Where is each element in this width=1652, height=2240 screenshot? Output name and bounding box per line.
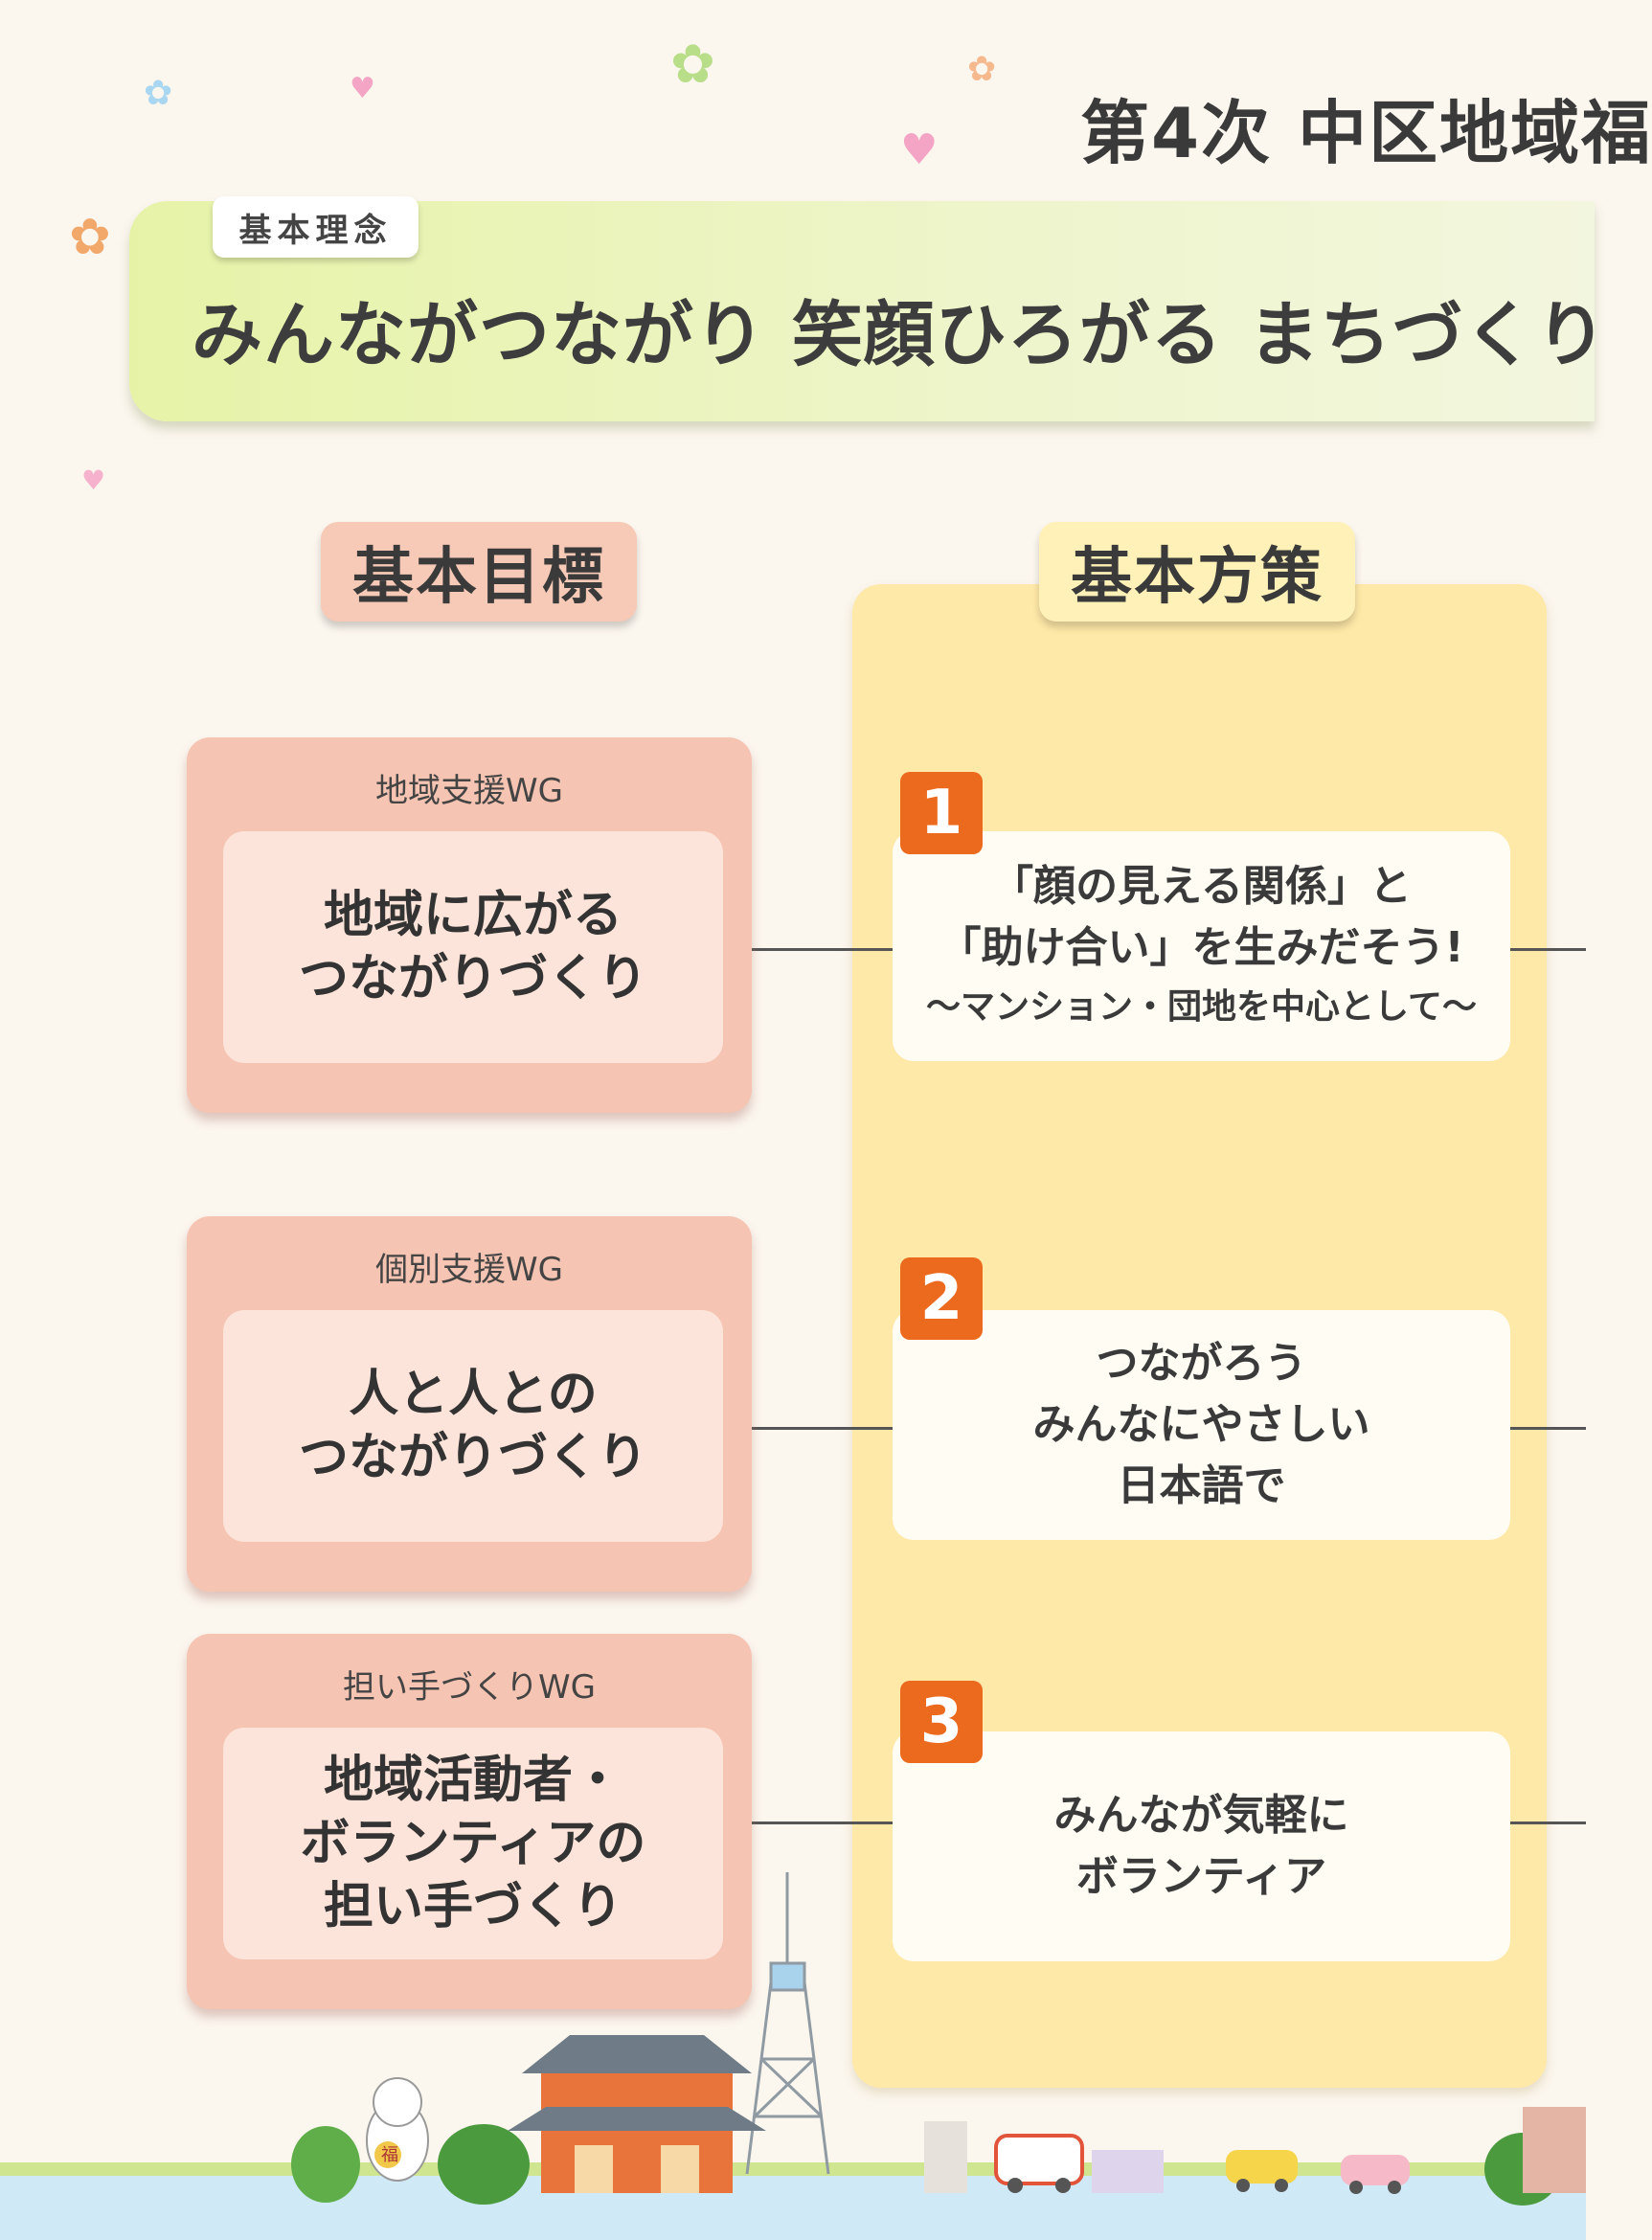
policy-number-badge: 3 [900, 1681, 983, 1763]
goal-card-2: 個別支援WG 人と人との つながりづくり [187, 1216, 752, 1592]
philosophy-tag: 基本理念 [213, 196, 419, 258]
goal-text: 人と人との つながりづくり [298, 1366, 647, 1486]
connector-line [724, 948, 893, 951]
goal-inner: 地域に広がる つながりづくり [223, 831, 723, 1063]
policy-card-1: 「顔の見える関係」と 「助け合い」を生みだそう! 〜マンション・団地を中心として… [893, 831, 1510, 1061]
car-icon [1226, 2150, 1298, 2192]
flower-icon: ✿ [144, 74, 173, 113]
connector-line [1510, 948, 1586, 951]
lucky-cat-icon [366, 2077, 429, 2182]
goal-card-1: 地域支援WG 地域に広がる つながりづくり [187, 737, 752, 1113]
policy-number-badge: 2 [900, 1257, 983, 1340]
car-icon [1341, 2155, 1410, 2194]
connector-line [1510, 1821, 1586, 1824]
tv-tower-icon [745, 1872, 830, 2175]
flower-icon: ✿ [967, 50, 997, 89]
goal-card-3: 担い手づくりWG 地域活動者・ ボランティアの 担い手づくり [187, 1634, 752, 2009]
philosophy-slogan: みんながつながり 笑顔ひろがる まちづくり [192, 294, 1608, 376]
policy-card-3: みんなが気軽に ボランティア [893, 1731, 1510, 1961]
goal-text: 地域に広がる つながりづくり [298, 887, 647, 1007]
goal-wg-label: 個別支援WG [375, 1251, 563, 1289]
flower-icon: ✿ [670, 34, 715, 96]
policy-line: みんなにやさしい [1032, 1400, 1370, 1449]
townscape-illustration: 福 [291, 1872, 1586, 2206]
heart-icon: ♥ [900, 125, 939, 174]
goal-inner: 地域活動者・ ボランティアの 担い手づくり [223, 1728, 723, 1959]
bus-icon [994, 2134, 1084, 2193]
policy-subtitle: 〜マンション・団地を中心として〜 [926, 987, 1477, 1027]
temple-gate-icon [508, 2035, 766, 2193]
flower-icon: ✿ [69, 209, 111, 266]
policy-number-badge: 1 [900, 772, 983, 854]
policy-line: 「助け合い」を生みだそう! [939, 923, 1464, 972]
policy-line: みんなが気軽に [1053, 1791, 1349, 1840]
policies-heading: 基本方策 [1039, 522, 1355, 622]
goal-text: 地域活動者・ ボランティアの 担い手づくり [300, 1752, 646, 1935]
policy-line: 「顔の見える関係」と [991, 862, 1412, 911]
connector-line [752, 1427, 893, 1430]
goals-heading: 基本目標 [321, 522, 637, 622]
goal-wg-label: 担い手づくりWG [343, 1668, 596, 1707]
policy-line: 日本語で [1117, 1461, 1286, 1510]
policy-card-2: つながろう みんなにやさしい 日本語で [893, 1310, 1510, 1540]
plan-title: 第4次 中区地域福 [1080, 93, 1652, 173]
connector-line [752, 1821, 893, 1824]
heart-icon: ♥ [81, 464, 106, 496]
policy-line: ボランティア [1075, 1852, 1327, 1901]
policy-line: つながろう [1096, 1339, 1307, 1388]
goal-wg-label: 地域支援WG [375, 772, 563, 810]
heart-icon: ♥ [350, 72, 375, 105]
shop-sign: 福 [381, 2145, 398, 2165]
connector-line [1510, 1427, 1586, 1430]
goal-inner: 人と人との つながりづくり [223, 1310, 723, 1542]
